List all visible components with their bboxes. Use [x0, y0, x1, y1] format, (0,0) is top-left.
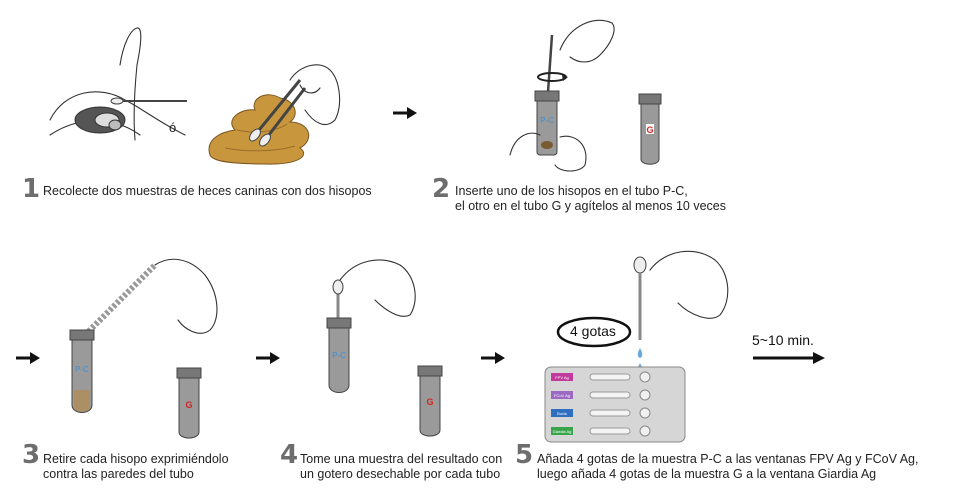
svg-text:G: G: [185, 400, 192, 410]
window-fcov-label: FCoV Ag: [554, 393, 570, 398]
step3-number: 3: [22, 440, 41, 470]
step2-insert-illustration: P-C: [509, 19, 615, 172]
step4-number: 4: [280, 440, 299, 470]
arrow-icon: [256, 352, 280, 364]
window-giardia-label: Giardia Ag: [553, 429, 572, 434]
step1-text: Recolecte dos muestras de heces caninas …: [43, 184, 372, 198]
time-label: 5~10 min.: [752, 332, 814, 348]
arrow-icon: [393, 107, 417, 119]
step2-text-line2: el otro en el tubo G y agítelos al menos…: [455, 199, 726, 213]
step1-dog-illustration: [49, 27, 187, 141]
step5-text-line1: Añada 4 gotas de la muestra P-C a las ve…: [537, 452, 919, 466]
step2-number: 2: [432, 174, 451, 204]
gotas-label: 4 gotas: [570, 323, 616, 339]
svg-text:G: G: [646, 125, 653, 135]
svg-text:P-C: P-C: [75, 365, 89, 374]
svg-text:G: G: [426, 397, 433, 407]
step4-text-line1: Tome una muestra del resultado con: [300, 452, 503, 466]
window-fpv-label: FPV Ag: [555, 375, 569, 380]
arrow-icon: [16, 352, 40, 364]
stool-illustration: [208, 64, 341, 165]
window-bovis-label: Bovis: [557, 411, 567, 416]
gotas-bubble: [556, 316, 632, 348]
step4-text-line2: un gotero desechable por cada tubo: [300, 467, 501, 481]
svg-text:P-C: P-C: [332, 351, 346, 360]
step5-number: 5: [515, 440, 534, 470]
tube-pc-label: P-C: [540, 116, 554, 125]
arrow-icon: [481, 352, 505, 364]
step2-text-line1: Inserte uno de los hisopos en el tubo P-…: [455, 184, 688, 198]
long-arrow-icon: [753, 352, 825, 364]
or-label: ó: [169, 120, 177, 135]
step5-dropper-illustration: [633, 250, 729, 388]
tube-g-icon: G: [638, 93, 662, 165]
step1-number: 1: [22, 174, 41, 204]
step5-text-line2: luego añada 4 gotas de la muestra G a la…: [537, 467, 877, 481]
step3-text-line1: Retire cada hisopo exprimiéndolo: [43, 452, 229, 466]
test-device: FPV Ag FCoV Ag Bovis Giardia Ag: [544, 366, 686, 443]
step3-text-line2: contra las paredes del tubo: [43, 467, 194, 481]
step4-dropper-illustration: P-C G: [326, 259, 443, 437]
step3-remove-illustration: P-C G: [69, 258, 218, 439]
